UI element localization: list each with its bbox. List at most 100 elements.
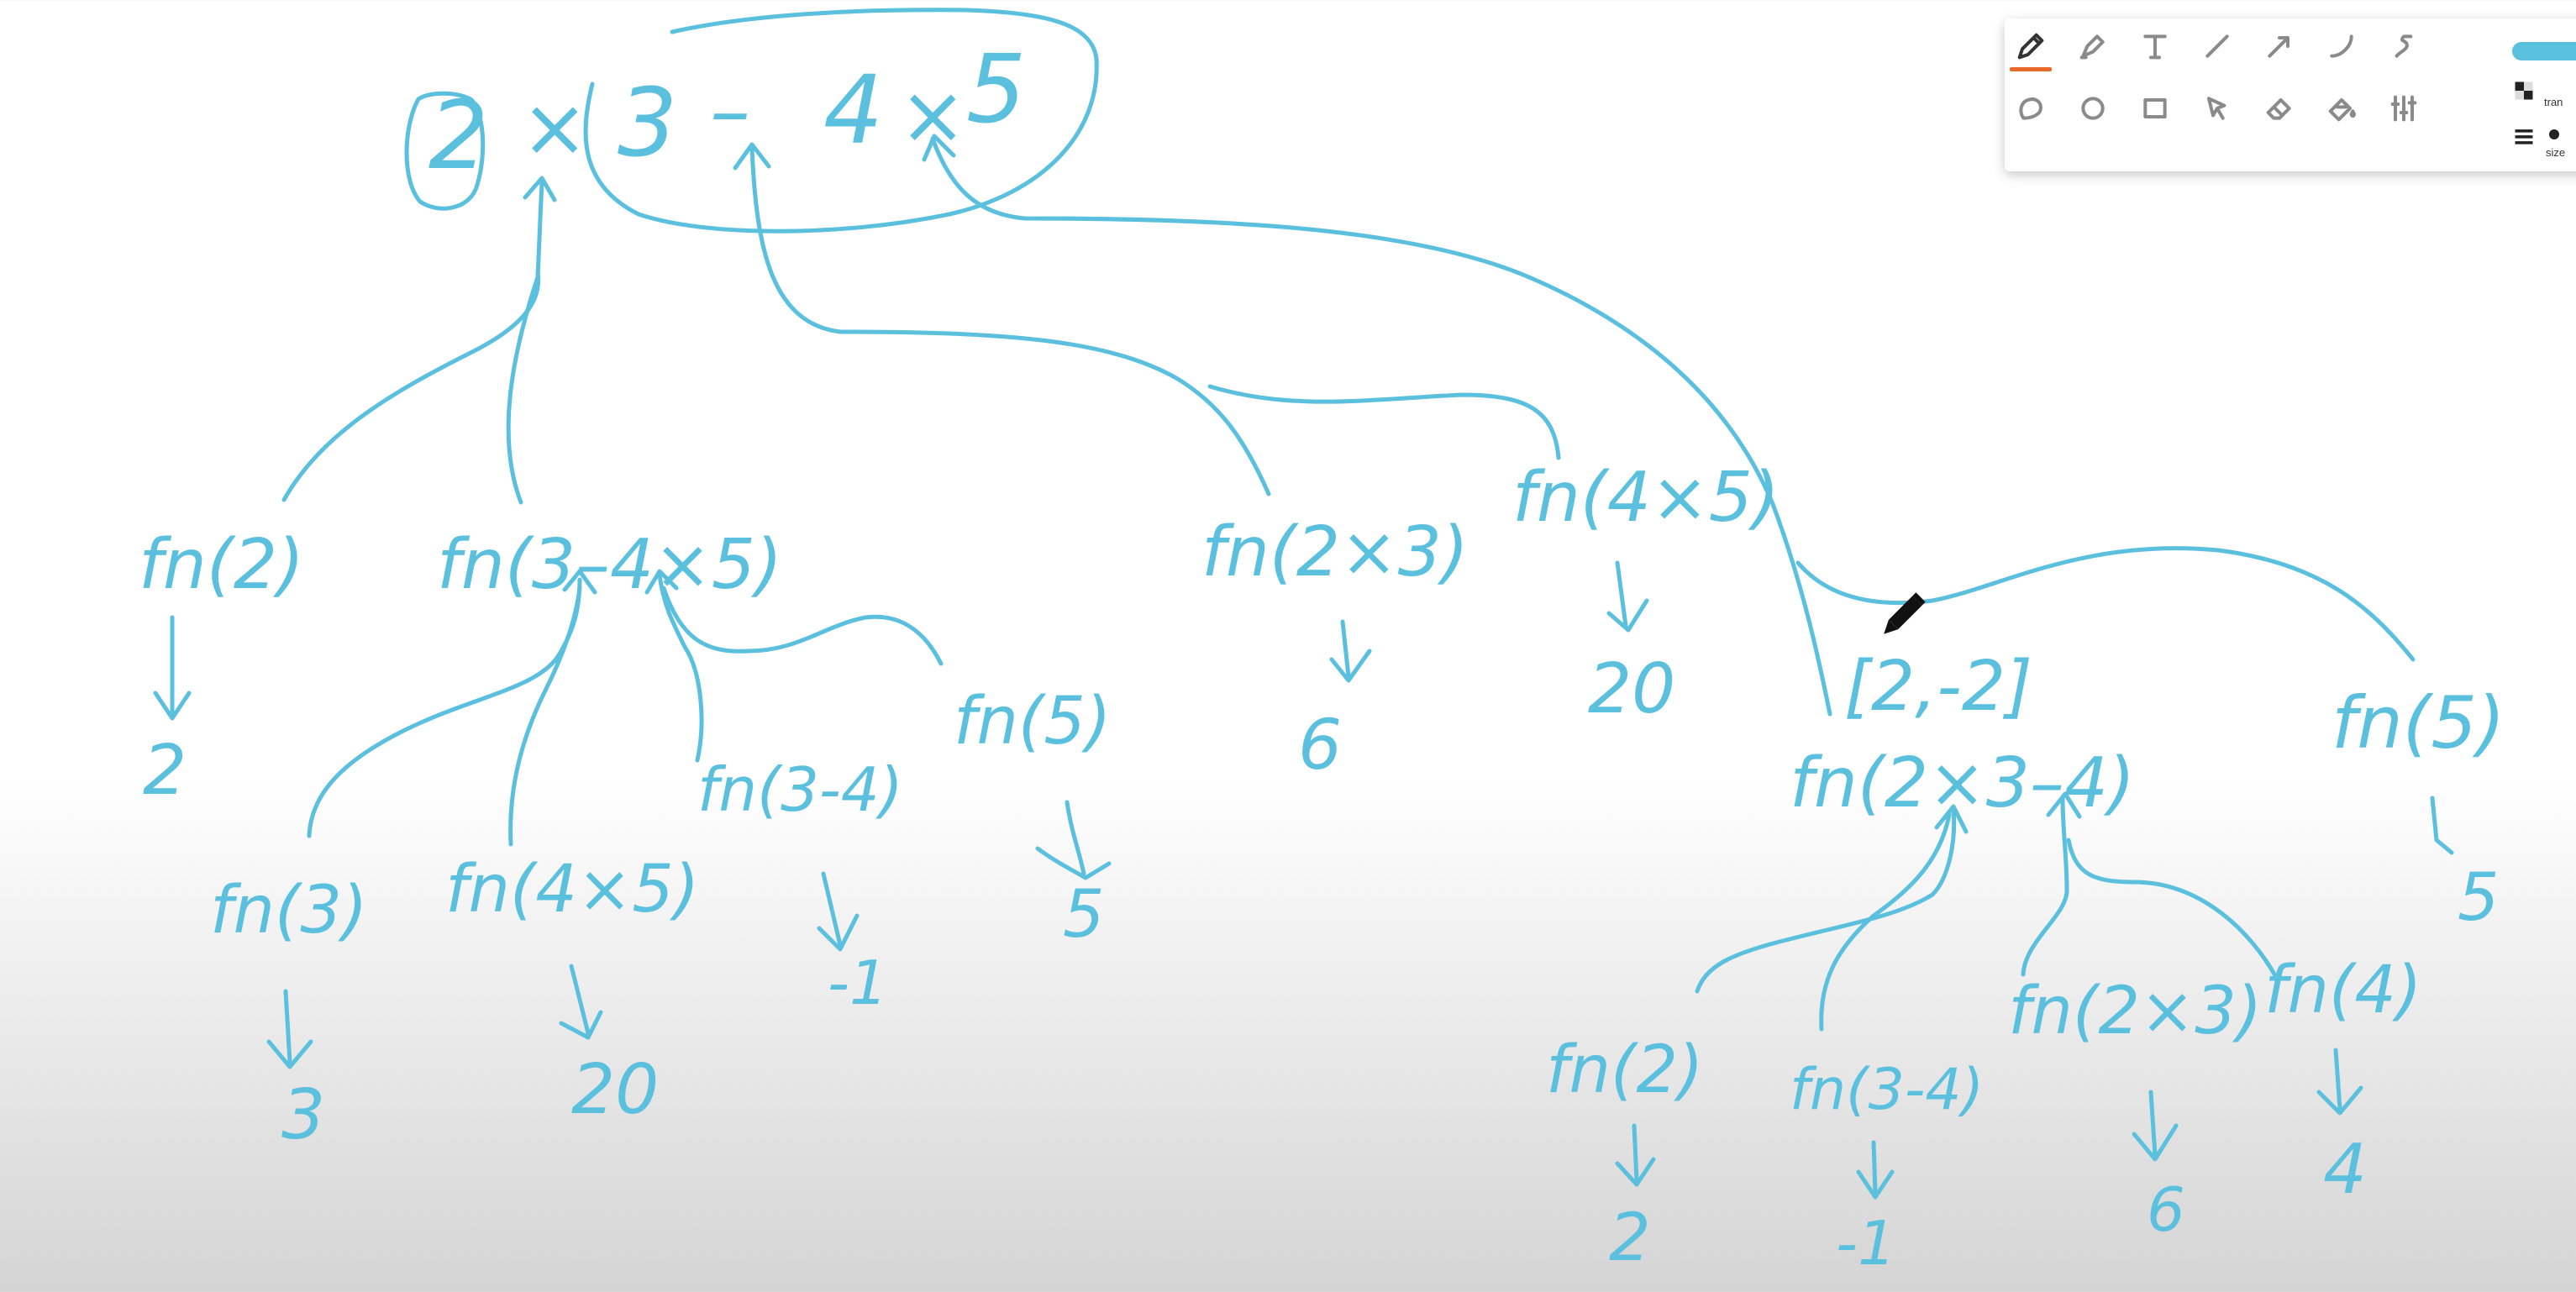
size-icon[interactable]	[2512, 126, 2536, 150]
arrowhead-fn345	[562, 569, 597, 595]
result-fn2x3-mid: 6	[1298, 706, 1342, 785]
fill-icon	[2328, 98, 2356, 122]
label-fn23m4: fn(2×3–4)	[1790, 743, 2135, 823]
label-fn4x5: fn(4×5)	[445, 852, 699, 927]
text-icon	[2143, 34, 2167, 60]
eraser-icon	[2266, 98, 2291, 120]
arrow-tool[interactable]	[2257, 24, 2302, 69]
expr-3: 3	[618, 69, 677, 178]
expr-5: 5	[966, 35, 1026, 144]
arrowhead-r-fn23m4-2	[2046, 791, 2082, 819]
arrow-down-fn4x5	[559, 964, 603, 1040]
expr-4: 4	[823, 56, 883, 165]
list-result: [2,-2]	[1844, 647, 2032, 727]
size-dot	[2549, 129, 2559, 139]
size-label: size	[2546, 146, 2566, 159]
label-fn345: fn(3–4×5)	[437, 525, 782, 605]
highlighter-icon	[2079, 34, 2105, 60]
arrowhead-fn345-2	[644, 569, 679, 595]
transparency-icon[interactable]	[2512, 79, 2536, 102]
adjust-tool[interactable]	[2381, 86, 2426, 131]
left-tree: fn(2) 2 fn(3–4×5) fn(3) 3 fn(4×5) 20 fn(…	[139, 525, 1112, 1155]
label-fn2x3-mid: fn(2×3)	[1201, 512, 1469, 592]
connectors	[281, 134, 2416, 1032]
label-fn3m4: fn(3-4)	[697, 754, 903, 825]
select-icon	[2207, 97, 2226, 120]
active-tool-indicator	[2010, 67, 2052, 71]
connector-r-fn2	[1695, 808, 1957, 994]
arrowhead-times	[523, 176, 557, 202]
circle-tool[interactable]	[2070, 86, 2116, 131]
connector-r-fn3m4	[1819, 812, 1952, 1032]
arrow-down-fn5-right	[2430, 796, 2454, 855]
label-r-fn2x3: fn(2×3)	[2008, 974, 2262, 1049]
arrow-down-fn3	[266, 989, 313, 1069]
pencil-tool[interactable]	[2008, 24, 2053, 69]
rectangle-icon	[2143, 98, 2167, 118]
expr-2: 2	[428, 81, 488, 191]
label-r-fn2: fn(2)	[1546, 1032, 1703, 1108]
arrowhead-r-fn23m4	[1934, 804, 1969, 834]
rectangle-tool[interactable]	[2132, 86, 2178, 131]
arrow-down-r-fn2x3	[2132, 1090, 2179, 1162]
label-fn5: fn(5)	[954, 684, 1111, 759]
text-tool[interactable]	[2132, 24, 2178, 69]
label-fn4x5-mid: fn(4×5)	[1512, 458, 1780, 538]
expr-times: ×	[521, 81, 588, 175]
curve-tool[interactable]	[2319, 24, 2364, 69]
connector-fn3m4-left	[657, 573, 704, 763]
color-swatch-slider[interactable]	[2512, 42, 2576, 60]
result-fn3: 3	[281, 1075, 325, 1155]
eraser-tool[interactable]	[2257, 86, 2302, 131]
connector-right-tree-to-times2	[930, 136, 1832, 717]
arrow-down-r-fn4	[2316, 1048, 2363, 1116]
result-fn4x5: 20	[571, 1050, 659, 1130]
arrow-down-fn5	[1035, 800, 1112, 880]
connector-fn4x5-left	[508, 586, 582, 847]
arrow-down-fn4x5-mid	[1606, 560, 1649, 633]
result-fn5: 5	[1063, 877, 1105, 953]
box-around-2	[404, 91, 486, 211]
right-tree: [2,-2] fn(2×3–4) fn(5) 5 fn(2) 2 fn(3-4)…	[1546, 647, 2505, 1279]
lasso-icon	[2019, 97, 2042, 120]
arrow-down-fn2x3-mid	[1329, 619, 1372, 683]
label-fn5-right: fn(5)	[2332, 681, 2505, 765]
arrow-icon	[2268, 36, 2289, 58]
circle-icon	[2081, 97, 2105, 120]
freehand-tool[interactable]	[2381, 24, 2426, 69]
transparency-label: tran	[2544, 96, 2563, 108]
arrow-down-fn2	[153, 615, 192, 721]
result-r-fn2: 2	[1609, 1200, 1651, 1276]
highlighter-tool[interactable]	[2070, 24, 2116, 69]
connector-fn345-to-times	[506, 178, 544, 505]
connector-fn2x3-to-minus	[749, 144, 1271, 496]
connector-r-fn2x3	[2021, 796, 2069, 977]
expr-times-2: ×	[899, 68, 966, 162]
pencil-cursor-icon	[1884, 592, 1926, 634]
connector-fn2-to-times	[281, 270, 541, 502]
line-icon	[2205, 34, 2229, 58]
label-r-fn4: fn(4)	[2264, 953, 2421, 1028]
fill-tool[interactable]	[2319, 86, 2364, 131]
drawing-toolbar: tran size	[2005, 18, 2576, 171]
curve-icon	[2330, 34, 2353, 58]
loop-around-sub-expression	[583, 8, 1099, 234]
arrow-down-r-fn3m4	[1856, 1140, 1895, 1200]
connector-fn5-right	[1795, 546, 2416, 662]
arrowhead-times2	[922, 134, 956, 162]
result-fn5-right: 5	[2458, 860, 2500, 936]
result-r-fn4: 4	[2323, 1130, 2367, 1210]
lasso-tool[interactable]	[2008, 86, 2053, 131]
expr-minus: –	[710, 64, 750, 158]
connector-fn5-left	[661, 586, 944, 666]
result-fn3m4: -1	[828, 948, 888, 1018]
result-fn2: 2	[143, 731, 187, 811]
select-tool[interactable]	[2195, 86, 2240, 131]
freehand-icon	[2395, 34, 2413, 58]
label-r-fn3m4: fn(3-4)	[1790, 1057, 1984, 1123]
result-r-fn2x3: 6	[2147, 1174, 2185, 1245]
result-r-fn3m4: -1	[1836, 1208, 1896, 1279]
sliders-icon	[2390, 95, 2417, 122]
line-tool[interactable]	[2195, 24, 2240, 69]
